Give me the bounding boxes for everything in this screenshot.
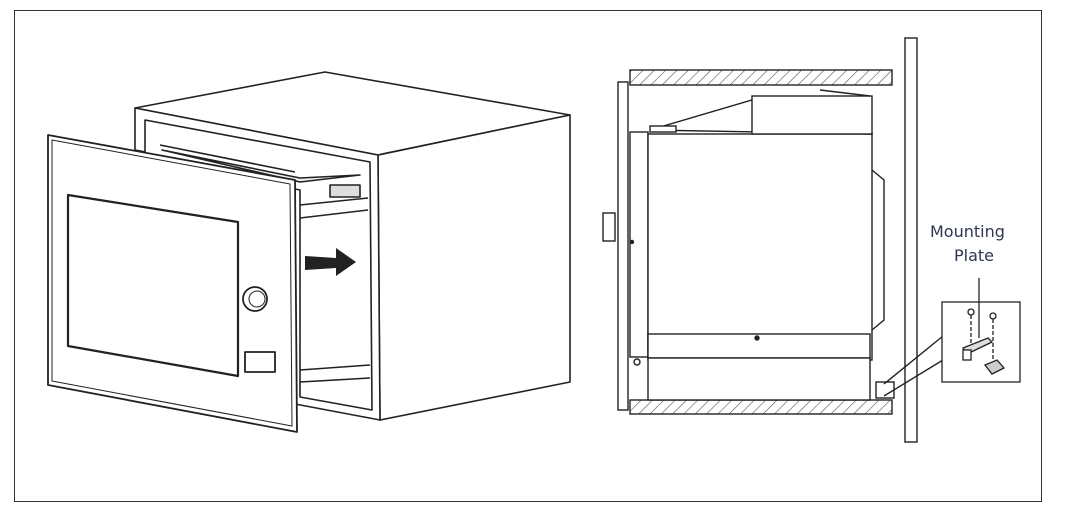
oven-knob: [242, 286, 268, 312]
mounting-label-line2: Plate: [954, 246, 995, 265]
oven-display: [244, 351, 276, 373]
figure-frame: [14, 10, 1042, 502]
bottom-wall-hatch: [629, 399, 893, 415]
oven-door: [47, 134, 298, 433]
arrow-icon: [305, 248, 356, 276]
section-view: [602, 37, 944, 443]
cabinet-illustration: [134, 71, 571, 421]
top-wall-hatch: [629, 69, 893, 86]
oven-body-top: [161, 149, 361, 183]
oven-body: [647, 133, 873, 361]
mounting-plate-callout: [941, 278, 1021, 383]
side-panel: [904, 37, 918, 443]
cabinet-right-side: [377, 114, 571, 421]
oven-window: [66, 193, 240, 378]
mounting-label-line1: Mounting: [930, 222, 1005, 241]
